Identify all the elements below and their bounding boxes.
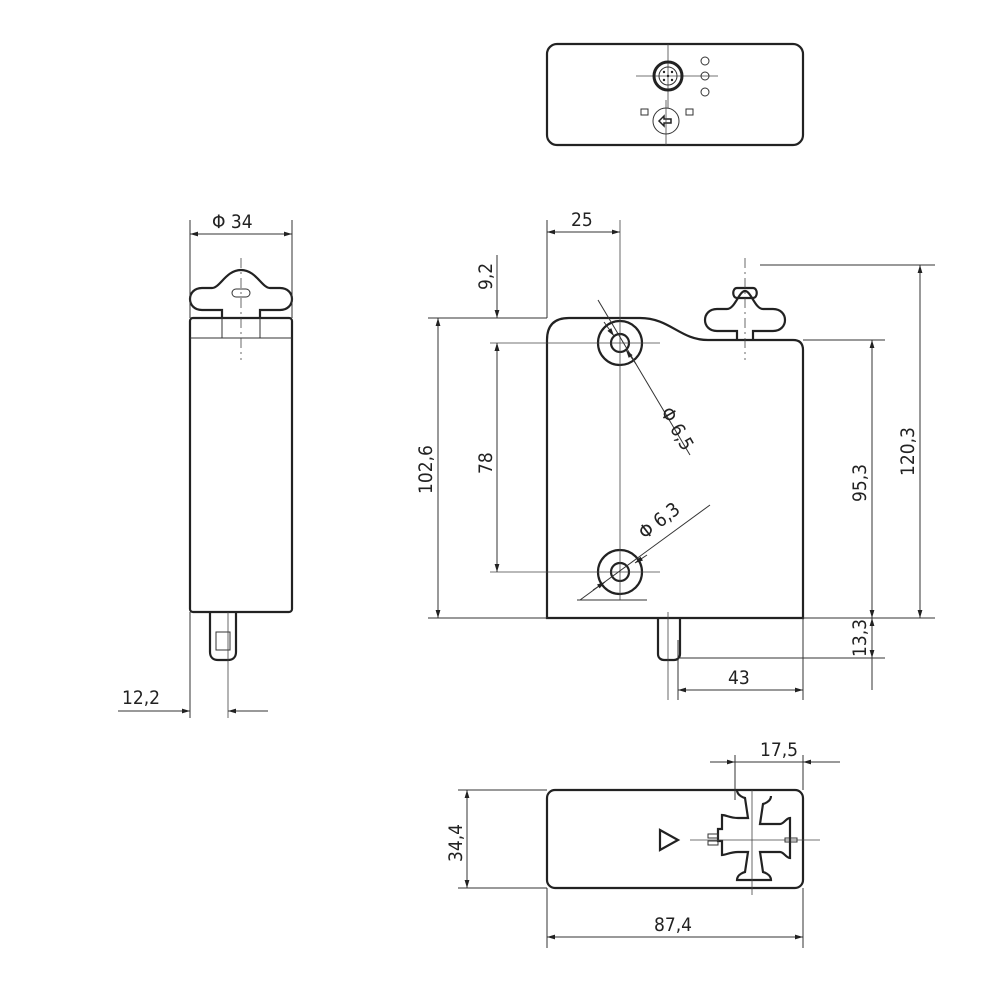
dim-hole-diameter-bottom: Φ 6,3 [635, 498, 685, 544]
bottom-view: 17,5 34,4 87,4 [445, 739, 840, 948]
dim-hole-top-offset: 9,2 [475, 263, 497, 290]
dim-total-height: 120,3 [897, 427, 919, 476]
dim-connector-x: 43 [728, 667, 750, 689]
dim-body-height: 102,6 [415, 445, 437, 494]
lock-dial-icon [640, 100, 694, 145]
dim-connector-offset: 12,2 [122, 687, 160, 709]
dim-width: 87,4 [654, 914, 692, 936]
led-indicators-icon [700, 56, 710, 97]
dim-hole-spacing: 78 [475, 452, 497, 474]
dim-depth: 34,4 [445, 824, 467, 862]
top-view [545, 42, 805, 147]
dim-hole-x: 25 [571, 209, 593, 231]
dim-connector-length: 13,3 [849, 619, 871, 657]
dim-right-height: 95,3 [849, 464, 871, 502]
dim-hole-diameter-top: Φ 6,5 [656, 404, 698, 455]
arrow-triangle-icon [658, 828, 681, 852]
front-view: Φ 6,5 Φ 6,3 25 9,2 102,6 78 95,3 120,3 1… [415, 209, 935, 700]
connector-icon [652, 60, 684, 92]
dim-side-diameter: Φ 34 [212, 211, 253, 233]
dim-knob-offset: 17,5 [760, 739, 798, 761]
side-view: Φ 34 12,2 [118, 211, 294, 718]
